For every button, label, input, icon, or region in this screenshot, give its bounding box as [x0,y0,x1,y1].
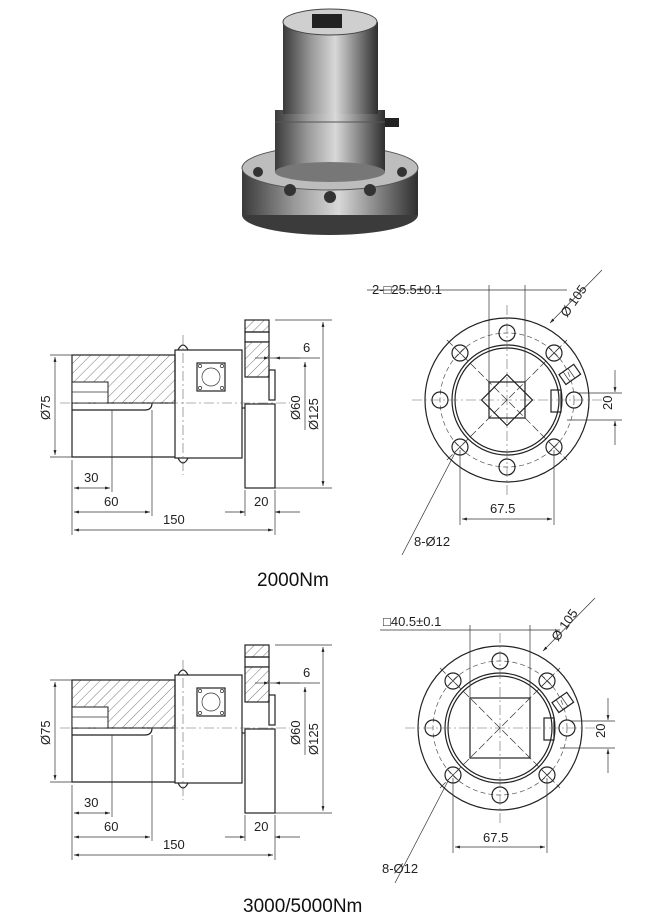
dim-body-diameter: Ø75 [38,720,53,745]
product-photo [241,8,419,235]
drawing-2000nm: Ø75 30 60 150 20 6 Ø60 Ø125 2-□25.5±0.1 … [38,270,622,591]
dim-square: □40.5±0.1 [383,614,441,629]
front-view [380,598,615,883]
dim-inner-diameter: Ø60 [288,395,303,420]
dim-flange-width: 20 [254,819,268,834]
dim-step: 6 [303,340,310,355]
dim-pcd: Ø 105 [557,282,590,320]
dim-key-width: 20 [593,724,608,738]
dim-holes: 8-Ø12 [382,861,418,876]
dim-square: 2-□25.5±0.1 [372,282,442,297]
dim-150: 150 [163,837,185,852]
dim-inner-diameter: Ø60 [288,720,303,745]
dim-flange-diameter: Ø125 [306,723,321,755]
front-view [367,270,622,555]
caption-3000-5000nm: 3000/5000Nm [243,896,362,917]
dim-key-width: 20 [600,396,615,410]
dim-step: 6 [303,665,310,680]
drawing-3000-5000nm: Ø75 30 60 150 20 6 Ø60 Ø125 □40.5±0.1 Ø … [38,598,615,917]
caption-2000nm: 2000Nm [257,570,329,591]
side-view [50,320,332,535]
dim-60: 60 [104,494,118,509]
dim-flange-diameter: Ø125 [306,398,321,430]
dim-30: 30 [84,470,98,485]
side-view [50,645,332,860]
dim-hole-span: 67.5 [483,830,508,845]
dim-holes: 8-Ø12 [414,534,450,549]
dim-flange-width: 20 [254,494,268,509]
dim-pcd: Ø 105 [548,606,581,644]
dim-150: 150 [163,512,185,527]
dim-30: 30 [84,795,98,810]
dim-hole-span: 67.5 [490,501,515,516]
dim-60: 60 [104,819,118,834]
dim-body-diameter: Ø75 [38,395,53,420]
